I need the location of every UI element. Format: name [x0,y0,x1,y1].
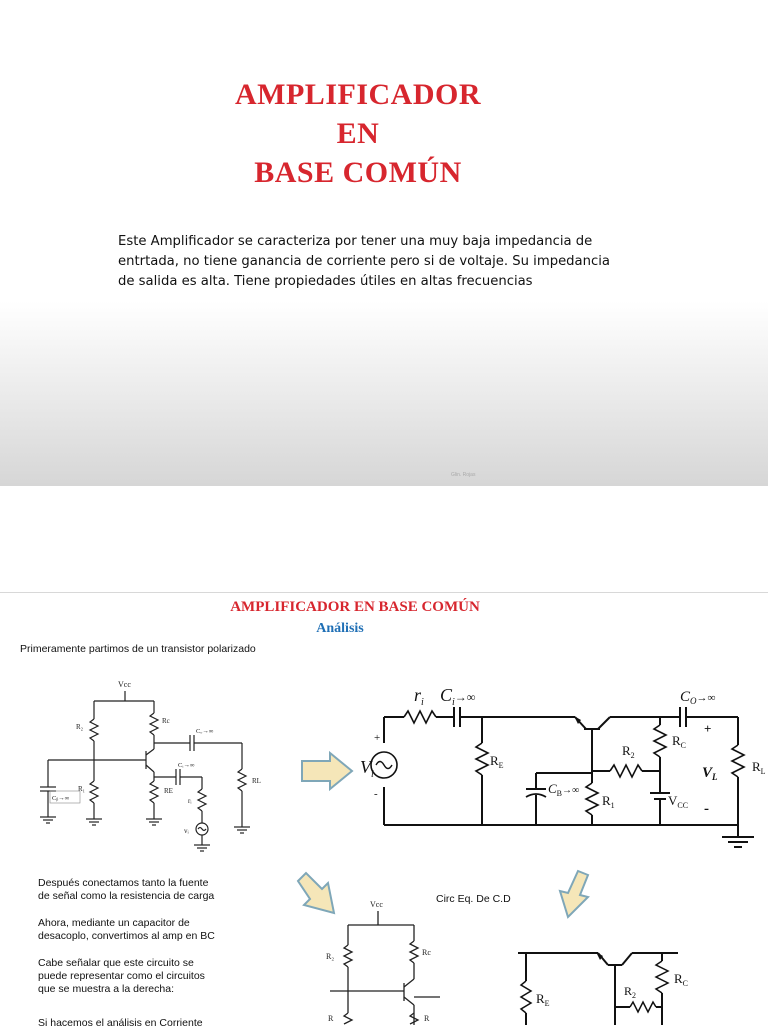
label-co: Cₒ→∞ [196,728,214,735]
down-arrow-icon [296,871,336,915]
label-ri: rᵢ [188,797,192,805]
label-rc-2: R [424,1014,430,1023]
slide-title-line-2: EN [336,117,380,150]
note-representation: Cabe señalar que este circuito se puede … [38,957,268,996]
label-vi: Vi [360,757,374,780]
slide-footer: Glin. Rojas [451,472,476,478]
label-vl: VL [702,765,718,782]
note-line: Ahora, mediante un capacitor de [38,917,190,929]
label-r2: R₂ [326,952,334,961]
description-line: entrtada, no tiene ganancia de corriente… [118,254,610,269]
label-r1: R [328,1014,334,1023]
label-rl: RL [252,777,261,785]
slide-1: AMPLIFICADOR EN BASE COMÚN Este Amplific… [0,0,768,486]
label-re: RE [164,787,173,795]
dc-bias-circuit-partial: Vcc R₂ Rc R R [326,900,440,1025]
label-ri: ri [414,685,424,708]
label-r1: R1 [602,793,615,810]
label-rc: RC [672,733,686,750]
label-plus: + [374,732,380,744]
intro-text: Primeramente partimos de un transistor p… [20,643,256,655]
note-line: Después conectamos tanto la fuente [38,877,209,889]
note-line: puede representar como el circuitos [38,970,205,982]
slide-2-subtitle: Análisis [316,621,364,636]
label-vl-minus: - [704,801,709,817]
label-r2: R2 [624,984,636,1000]
dc-circuit-label: Circ Eq. De C.D [436,893,511,905]
label-minus: - [374,788,378,800]
label-co: CO→∞ [680,689,716,706]
note-connect-source: Después conectamos tanto la fuente de se… [38,877,268,903]
label-r2: R2 [622,743,635,760]
label-cb: Cᵦ→∞ [52,795,70,802]
label-rl: RL [752,759,766,776]
slide-2-title: AMPLIFICADOR EN BASE COMÚN [230,599,480,615]
biased-transistor-circuit: Vcc R₂ Rc Cₒ→∞ RL R₁ [40,680,261,852]
description-line: de salida es alta. Tiene propiedades úti… [118,274,533,289]
note-line: desacoplo, convertimos al amp en BC [38,930,215,942]
description-line: Este Amplificador se caracteriza por ten… [118,234,593,249]
slide-title-line-3: BASE COMÚN [254,156,462,189]
label-vcc: VCC [668,793,688,810]
note-capacitor: Ahora, mediante un capacitor de desacopl… [38,917,268,943]
label-rc: RC [674,971,688,988]
slide-2: AMPLIFICADOR EN BASE COMÚN Análisis Prim… [0,592,768,1029]
note-line: de señal como la resistencia de carga [38,890,215,902]
slide-description: Este Amplificador se caracteriza por ten… [118,232,618,292]
label-re: RE [536,991,550,1008]
label-rc: Rc [422,948,431,957]
right-arrow-icon [301,750,354,792]
note-line: Cabe señalar que este circuito se [38,957,194,969]
label-rc: Rc [162,717,170,725]
dc-equivalent-circuit-partial: RE RC R2 [518,952,688,1025]
common-base-equivalent-circuit: ri Ci→∞ + - Vi RE RC C [360,685,766,848]
label-ci: Ci→∞ [440,685,476,708]
label-vi: vᵢ [184,827,190,835]
label-vcc: Vcc [118,680,131,689]
label-vcc: Vcc [370,900,383,909]
down-arrow-icon [558,869,590,919]
note-line: que se muestra a la derecha: [38,983,174,995]
label-r2: R₂ [76,723,84,731]
label-ci: Cᵢ→∞ [178,762,195,769]
label-r1: R₁ [78,785,85,793]
slide-title-line-1: AMPLIFICADOR [235,78,481,111]
label-cb: CB→∞ [548,781,579,798]
label-vl-plus: + [704,721,711,736]
label-re: RE [490,753,504,770]
